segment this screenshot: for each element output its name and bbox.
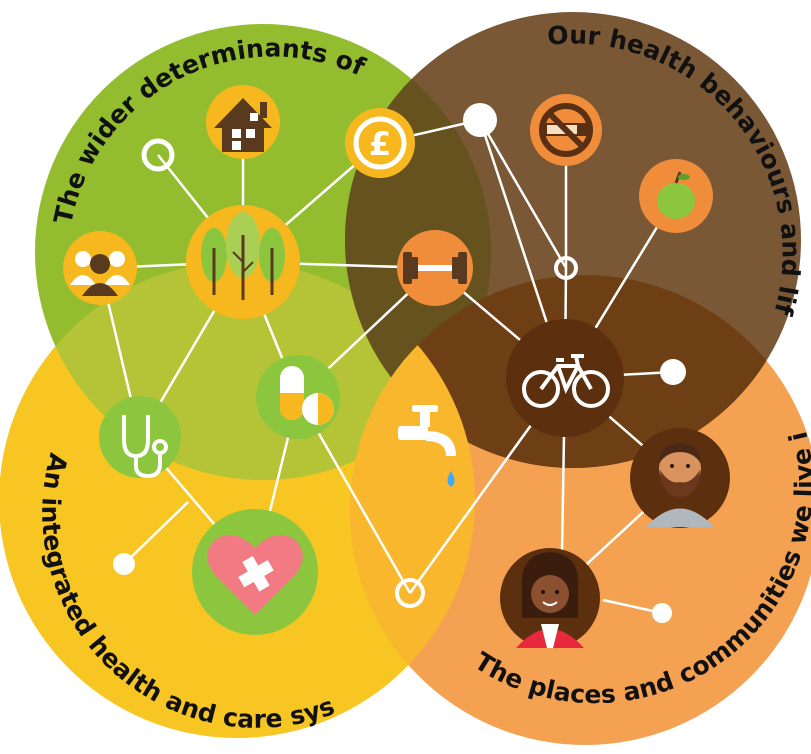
pound-coin-icon: £	[345, 108, 415, 178]
apple-icon	[639, 159, 713, 233]
woman-avatar-icon	[500, 548, 600, 648]
pills-icon	[256, 355, 340, 439]
people-group-icon	[63, 231, 137, 305]
node-marker	[395, 578, 425, 608]
no-smoking-icon	[530, 94, 602, 166]
overlap-wider-care	[35, 262, 475, 480]
svg-text:£: £	[369, 125, 391, 163]
node-marker	[554, 256, 578, 280]
trees-icon	[186, 205, 300, 319]
house-icon	[206, 85, 280, 159]
stethoscope-icon	[99, 396, 181, 479]
bearded-man-avatar-icon	[630, 428, 730, 528]
node-marker	[660, 359, 686, 385]
node-marker	[141, 138, 175, 172]
node-marker	[113, 553, 135, 575]
water-tap-icon	[398, 405, 456, 487]
node-marker	[652, 603, 672, 623]
bicycle-icon	[506, 319, 624, 437]
overlap-behaviours-places	[350, 275, 801, 468]
heart-medical-icon	[192, 509, 318, 635]
node-marker	[463, 103, 497, 137]
dumbbell-icon	[397, 230, 473, 306]
